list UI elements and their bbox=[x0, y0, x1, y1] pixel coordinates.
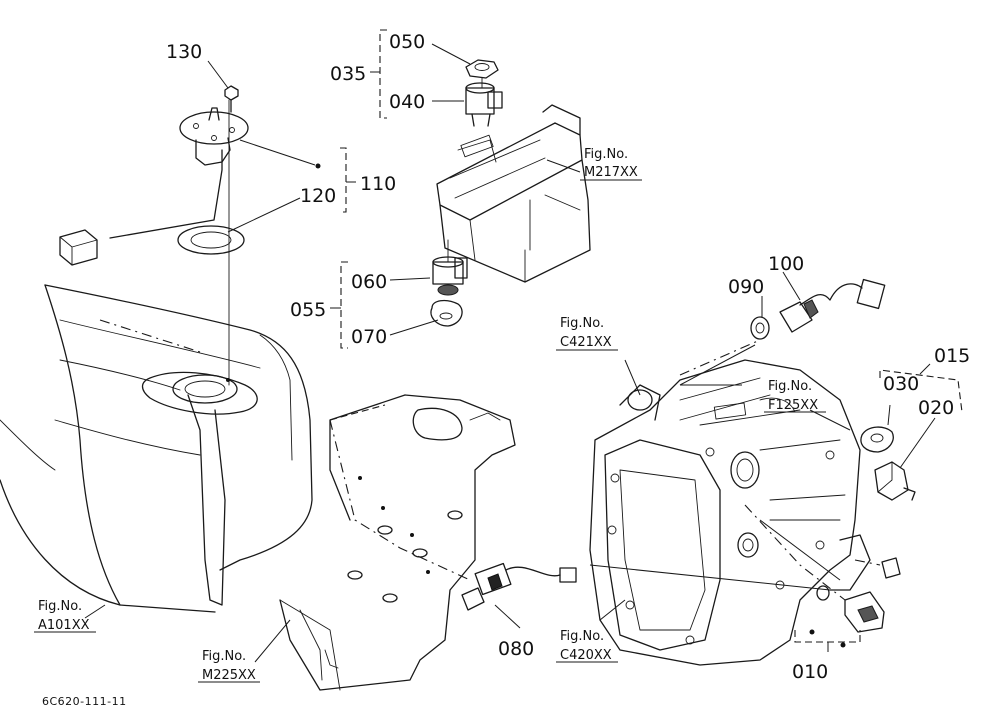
marker-dot bbox=[809, 629, 815, 635]
svg-text:Fig.No.: Fig.No. bbox=[38, 599, 82, 614]
ref-m217xx: Fig.No. M217XX bbox=[580, 147, 642, 181]
label-035: 035 bbox=[330, 63, 366, 85]
ref-c420xx: Fig.No. C420XX bbox=[556, 629, 618, 663]
label-020: 020 bbox=[918, 397, 954, 419]
marker-dot bbox=[315, 163, 321, 169]
label-060: 060 bbox=[351, 271, 387, 293]
figure-references: Fig.No. M217XX Fig.No. C421XX Fig.No. F1… bbox=[34, 147, 826, 683]
fuel-tank bbox=[0, 284, 313, 613]
svg-text:Fig.No.: Fig.No. bbox=[584, 147, 628, 162]
ref-a101xx: Fig.No. A101XX bbox=[34, 599, 96, 633]
label-110: 110 bbox=[360, 173, 396, 195]
sensor-090-100 bbox=[750, 278, 886, 340]
part-labels: 130 050 035 040 110 120 060 055 070 100 … bbox=[166, 31, 970, 683]
ref-c421xx: Fig.No. C421XX bbox=[556, 316, 618, 351]
switch-080 bbox=[461, 562, 577, 611]
svg-text:C420XX: C420XX bbox=[560, 648, 612, 663]
sensor-010 bbox=[816, 585, 885, 633]
label-010: 010 bbox=[792, 661, 828, 683]
svg-text:Fig.No.: Fig.No. bbox=[202, 649, 246, 664]
leader-lines bbox=[84, 43, 936, 663]
label-130: 130 bbox=[166, 41, 202, 63]
svg-text:Fig.No.: Fig.No. bbox=[768, 379, 812, 394]
svg-text:M225XX: M225XX bbox=[202, 668, 256, 683]
svg-text:C421XX: C421XX bbox=[560, 335, 612, 350]
marker-dot bbox=[226, 378, 230, 382]
ref-m225xx: Fig.No. M225XX bbox=[198, 649, 260, 683]
ref-f125xx: Fig.No. F125XX bbox=[764, 379, 826, 413]
label-050: 050 bbox=[389, 31, 425, 53]
label-090: 090 bbox=[728, 276, 764, 298]
svg-text:M217XX: M217XX bbox=[584, 165, 638, 180]
switch-060-070 bbox=[430, 239, 468, 327]
label-040: 040 bbox=[389, 91, 425, 113]
label-120: 120 bbox=[300, 185, 336, 207]
label-030: 030 bbox=[883, 373, 919, 395]
bracket-assembly bbox=[436, 104, 591, 283]
fuel-sender-assembly bbox=[59, 85, 249, 386]
svg-text:Fig.No.: Fig.No. bbox=[560, 629, 604, 644]
svg-text:F125XX: F125XX bbox=[768, 398, 818, 413]
assembly-centerlines bbox=[99, 319, 881, 601]
svg-text:Fig.No.: Fig.No. bbox=[560, 316, 604, 331]
marker-dot bbox=[840, 642, 846, 648]
label-015: 015 bbox=[934, 345, 970, 367]
svg-text:A101XX: A101XX bbox=[38, 618, 90, 633]
group-brackets bbox=[330, 29, 963, 652]
label-070: 070 bbox=[351, 326, 387, 348]
switch-020-030 bbox=[860, 426, 916, 579]
label-100: 100 bbox=[768, 253, 804, 275]
drawing-code: 6C620-111-11 bbox=[42, 695, 127, 708]
solenoid-040-050 bbox=[465, 59, 503, 127]
floor-plate bbox=[279, 394, 516, 691]
label-080: 080 bbox=[498, 638, 534, 660]
transmission-case bbox=[589, 359, 871, 666]
label-055: 055 bbox=[290, 299, 326, 321]
